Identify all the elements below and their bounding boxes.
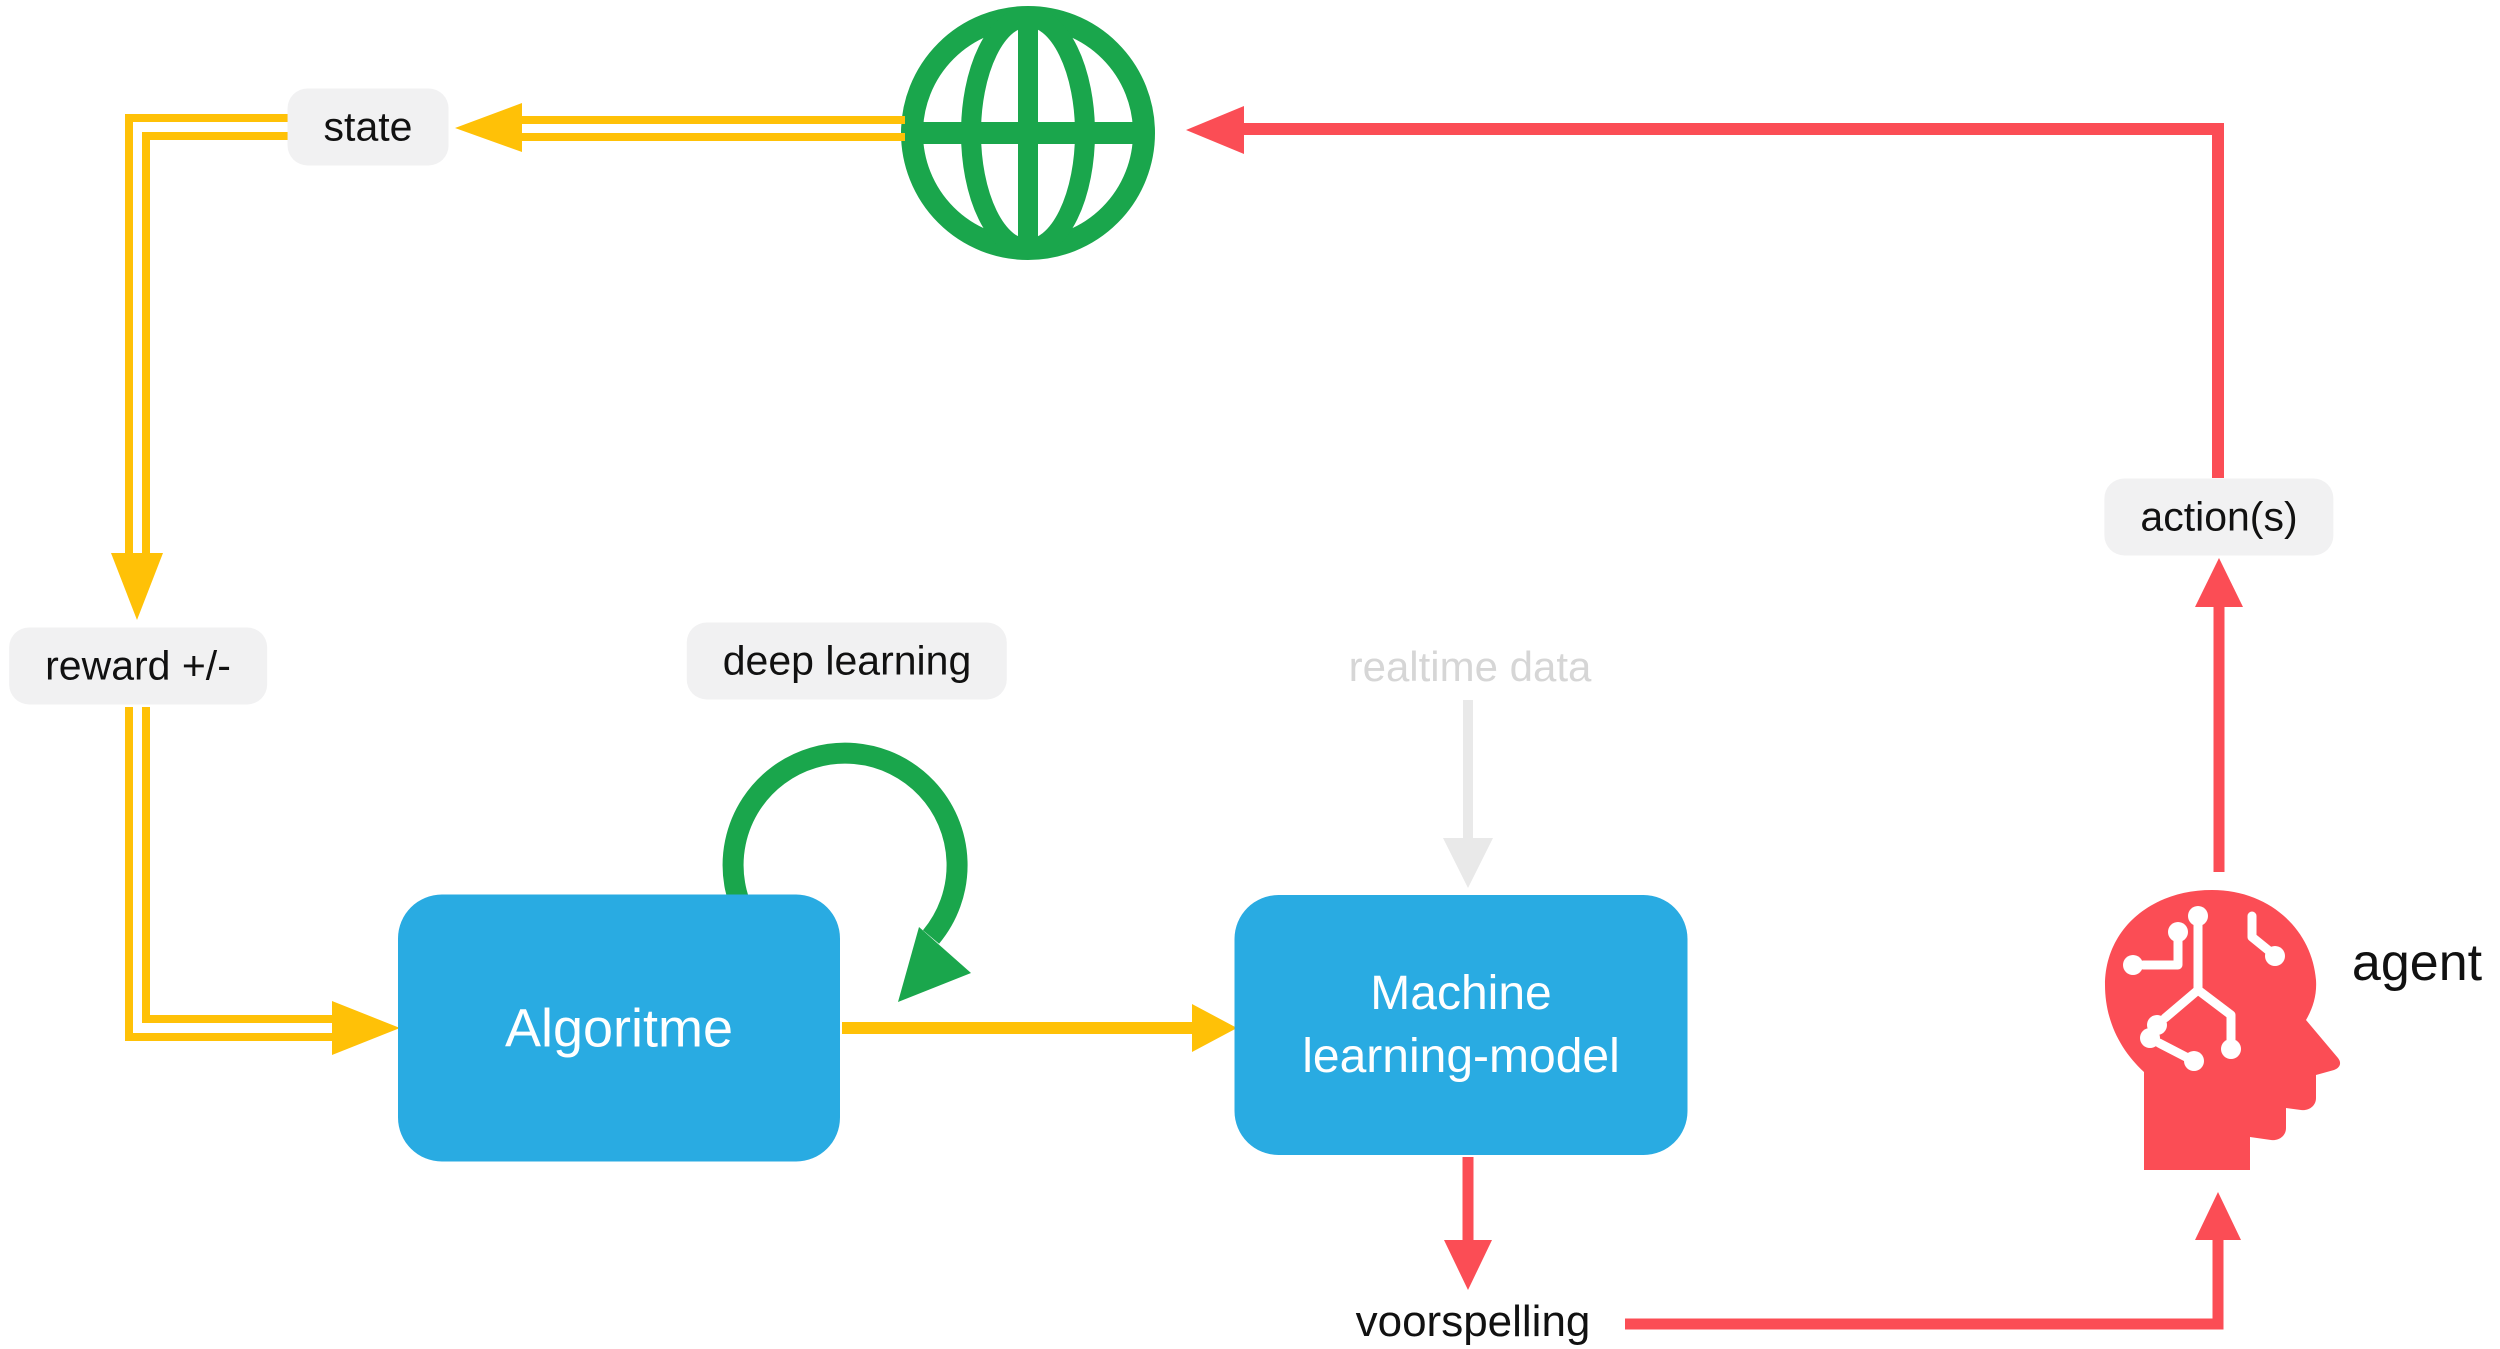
- ml-model-label-line1: Machine: [1370, 966, 1552, 1020]
- algorithm-node-label: Algoritme: [504, 998, 734, 1058]
- environment-to-state-arrow: [455, 103, 905, 152]
- reward-to-algorithm-arrow: [125, 707, 400, 1055]
- agent-head-icon: [2105, 890, 2341, 1170]
- state-label: state: [287, 88, 449, 166]
- algorithm-to-model-arrow: [842, 1004, 1237, 1052]
- ml-model-label-line2: learning-model: [1302, 1030, 1620, 1083]
- globe-icon: [901, 6, 1155, 260]
- algorithm-node: Algoritme: [398, 894, 840, 1162]
- realtime-data-label: realtime data: [1348, 643, 1592, 690]
- self-loop-arrow-icon: [722, 742, 971, 1002]
- prediction-to-agent-arrow: [1625, 1192, 2241, 1330]
- agent-label: agent: [2351, 934, 2483, 992]
- ml-model-node: Machine learning-model: [1234, 895, 1688, 1155]
- action-to-environment-arrow: [1186, 106, 2224, 478]
- model-to-prediction-arrow: [1444, 1157, 1492, 1290]
- voorspelling-label: voorspelling: [1355, 1297, 1591, 1346]
- agent-to-action-arrow: [2195, 558, 2243, 872]
- state-to-reward-arrow: [111, 114, 300, 620]
- actions-label: action(s): [2104, 478, 2334, 556]
- deep-learning-label: deep learning: [686, 622, 1008, 700]
- realtime-data-arrow: [1443, 700, 1493, 888]
- circuit-brain-pattern: [2123, 906, 2285, 1071]
- reward-label: reward +/-: [9, 627, 267, 705]
